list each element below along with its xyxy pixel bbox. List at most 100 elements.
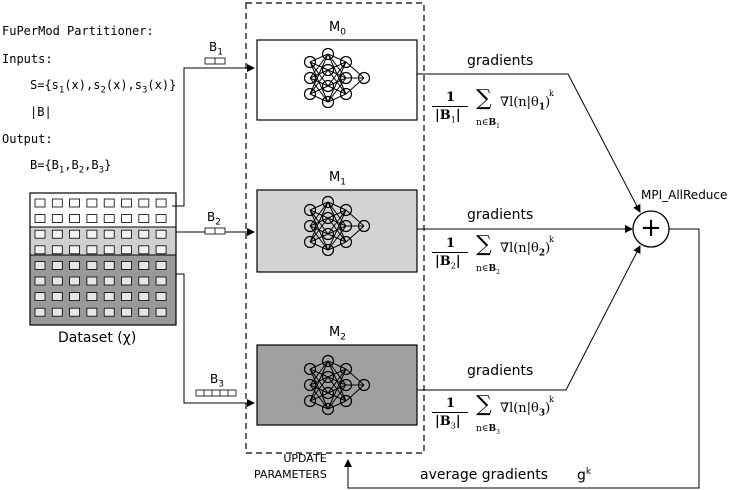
dataset-cell xyxy=(51,229,63,239)
nn-edge xyxy=(345,61,365,79)
dataset-cell xyxy=(155,276,167,286)
nn-node xyxy=(321,95,335,109)
nn-edge xyxy=(327,61,347,71)
arrow-b3 xyxy=(176,273,255,407)
update-label-line2: PARAMETERS xyxy=(254,468,327,481)
model-label-m1: M1 xyxy=(329,170,346,188)
dataset-cell xyxy=(155,307,167,317)
dataset-cell xyxy=(103,292,115,302)
arrow-b1 xyxy=(172,64,255,207)
dataset-cell xyxy=(34,214,46,224)
nn-edge xyxy=(345,77,365,95)
model-label-m2: M2 xyxy=(329,325,346,343)
dataset-cell xyxy=(51,214,63,224)
nn-edge xyxy=(309,233,329,243)
dataset-cell xyxy=(103,245,115,255)
dataset-cell xyxy=(138,292,150,302)
dataset-cell xyxy=(138,276,150,286)
dataset-cell xyxy=(103,214,115,224)
dataset-cell xyxy=(51,276,63,286)
nn-node xyxy=(357,378,371,392)
nn-edge xyxy=(327,93,347,103)
dataset-cell xyxy=(69,245,80,255)
gk-label: gk xyxy=(577,467,592,484)
dataset-cell xyxy=(121,276,132,286)
model-label-m0: M0 xyxy=(329,20,346,38)
nn-edge xyxy=(345,384,365,402)
dataset-cell xyxy=(69,292,80,302)
dataset-cell xyxy=(103,229,115,239)
dataset-cell xyxy=(69,260,80,270)
dataset-cell xyxy=(103,198,115,208)
dataset-cell xyxy=(86,276,98,286)
dataset-cell xyxy=(34,245,46,255)
dataset-cell xyxy=(138,198,150,208)
nn-edge xyxy=(327,368,347,410)
nn-node xyxy=(303,235,317,249)
dataset-cell xyxy=(155,292,167,302)
dataset-cell xyxy=(138,214,150,224)
nn-node xyxy=(321,227,335,241)
dataset-cell xyxy=(86,292,98,302)
dataset-cell xyxy=(138,229,150,239)
nn-edge xyxy=(345,225,365,243)
nn-node xyxy=(339,203,353,217)
nn-edge xyxy=(309,93,329,103)
dataset-cell xyxy=(86,307,98,317)
nn-edge xyxy=(309,53,329,63)
nn-node xyxy=(339,362,353,376)
nn-node xyxy=(339,378,353,392)
dataset-cell xyxy=(155,260,167,270)
nn-node xyxy=(321,354,335,368)
neural-network-icon xyxy=(303,47,371,109)
dataset-cell xyxy=(69,198,80,208)
dataset-cell xyxy=(51,198,63,208)
dataset-cell xyxy=(138,245,150,255)
nn-node xyxy=(339,394,353,408)
nn-node xyxy=(339,87,353,101)
batch-label-b3: B3 xyxy=(210,372,224,390)
nn-node xyxy=(339,55,353,69)
nn-edge xyxy=(327,400,347,410)
nn-node xyxy=(321,195,335,209)
nn-edge xyxy=(309,85,329,95)
update-label-line1: UPDATE xyxy=(283,452,327,465)
batch-size-expression: |B| xyxy=(30,105,52,119)
nn-node xyxy=(303,362,317,376)
dataset-cell xyxy=(155,245,167,255)
dataset-cell xyxy=(69,229,80,239)
nn-node xyxy=(303,378,317,392)
nn-node xyxy=(321,63,335,77)
batch-label-b2: B2 xyxy=(207,210,221,228)
model-box-m2 xyxy=(256,344,418,426)
allreduce-label: MPI_AllReduce xyxy=(641,188,728,202)
dataset-cell xyxy=(51,260,63,270)
nn-edge xyxy=(327,53,347,63)
nn-node xyxy=(339,71,353,85)
nn-edge xyxy=(309,360,329,402)
average-gradients-label: average gradients xyxy=(420,467,549,483)
dataset-cell xyxy=(69,307,80,317)
gradients-label-m2: gradients xyxy=(467,363,534,379)
nn-edge xyxy=(327,368,347,378)
dataset-cell xyxy=(121,245,132,255)
gradients-label-m1: gradients xyxy=(467,207,534,223)
nn-edge xyxy=(327,61,347,103)
dataset-cell xyxy=(51,307,63,317)
nn-node xyxy=(357,71,371,85)
nn-node xyxy=(321,402,335,416)
neural-network-icon xyxy=(303,354,371,416)
batch-box-b1 xyxy=(204,57,226,65)
nn-edge xyxy=(327,209,347,251)
nn-node xyxy=(321,47,335,61)
nn-node xyxy=(303,394,317,408)
dataset-cell xyxy=(155,214,167,224)
s-expression: S={s1(x),s2(x),s3(x)} xyxy=(30,78,177,96)
nn-edge xyxy=(345,368,365,386)
nn-edge xyxy=(309,392,329,402)
b-expression: B={B1,B2,B3} xyxy=(30,158,112,176)
dataset-cell xyxy=(69,214,80,224)
dataset-cell xyxy=(121,214,132,224)
nn-edge xyxy=(309,360,329,370)
dataset-cell xyxy=(103,276,115,286)
